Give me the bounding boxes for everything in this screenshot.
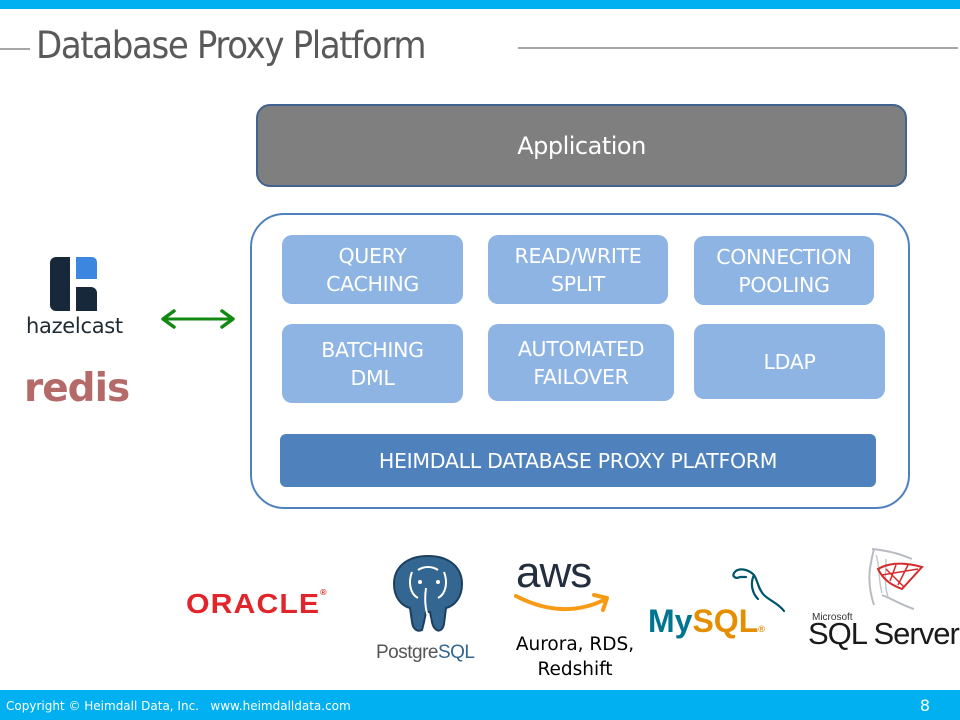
- mysql-my: My: [648, 603, 693, 639]
- sql-server-label: SQL Server: [808, 616, 960, 651]
- title-rule-right: [518, 47, 958, 49]
- slide-title: Database Proxy Platform: [36, 24, 427, 67]
- footer-bar: Copyright © Heimdall Data, Inc. www.heim…: [0, 690, 960, 720]
- mysql-sql: SQL: [692, 603, 759, 639]
- heimdall-platform-bar: HEIMDALL DATABASE PROXY PLATFORM: [280, 434, 876, 487]
- page-number: 8: [919, 696, 930, 715]
- hazelcast-logo-icon: [50, 257, 97, 311]
- redis-label: redis: [24, 366, 130, 411]
- aws-smile-icon: [514, 593, 609, 612]
- postgres-suffix: SQL: [437, 642, 475, 663]
- hazelcast-label: hazelcast: [26, 314, 123, 338]
- feature-read-write-split: READ/WRITE SPLIT: [488, 235, 668, 304]
- postgresql-label: PostgreSQL: [376, 642, 475, 664]
- postgres-prefix: Postgre: [376, 642, 438, 663]
- application-box: Application: [256, 104, 907, 187]
- feature-connection-pooling: CONNECTION POOLING: [694, 236, 874, 305]
- double-arrow-icon: [161, 309, 235, 329]
- postgresql-elephant-icon: [392, 554, 464, 632]
- top-accent-bar: [0, 0, 960, 9]
- feature-ldap: LDAP: [694, 324, 885, 399]
- feature-query-caching: QUERY CACHING: [282, 235, 463, 304]
- sql-server-logo-icon: [868, 548, 924, 610]
- footer-copyright: Copyright © Heimdall Data, Inc. www.heim…: [6, 699, 351, 713]
- aws-caption: Aurora, RDS, Redshift: [515, 634, 635, 680]
- oracle-logo: ORACLE®: [186, 588, 328, 619]
- heimdall-platform-label: HEIMDALL DATABASE PROXY PLATFORM: [378, 448, 778, 473]
- title-rule-left: [0, 48, 30, 50]
- sql-server-vendor: Microsoft: [812, 612, 853, 623]
- mysql-label: MySQL®: [648, 603, 765, 639]
- feature-automated-failover: AUTOMATED FAILOVER: [488, 324, 674, 401]
- feature-batching-dml: BATCHING DML: [282, 324, 463, 403]
- application-label: Application: [517, 131, 646, 160]
- mysql-dolphin-icon: [732, 568, 786, 613]
- oracle-label: ORACLE: [186, 588, 321, 619]
- aws-label: aws: [516, 548, 592, 597]
